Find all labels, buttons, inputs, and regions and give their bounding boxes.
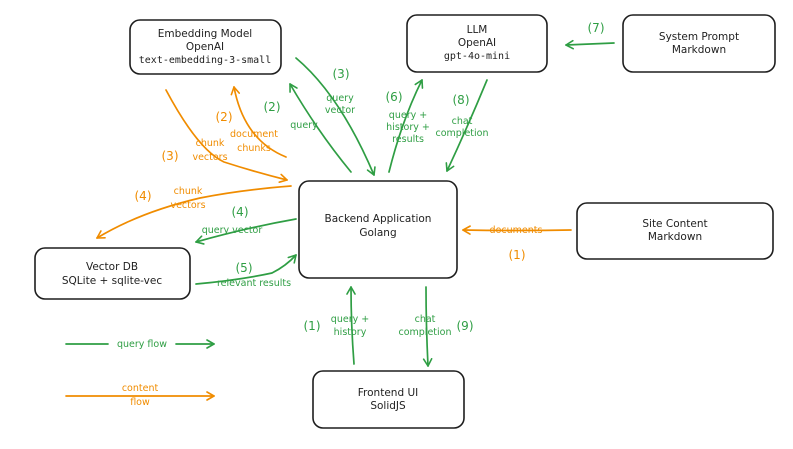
svg-text:LLM: LLM (467, 24, 488, 36)
edge-chat-completion-from-llm: (8) chat completion (435, 79, 489, 172)
svg-text:(2): (2) (264, 100, 281, 114)
svg-text:gpt-4o-mini: gpt-4o-mini (444, 51, 510, 62)
svg-text:chat: chat (452, 116, 473, 127)
edge-chunk-vectors-to-db: (4) chunk vectors (96, 185, 292, 239)
svg-text:history: history (334, 327, 367, 338)
svg-text:documents: documents (490, 225, 543, 236)
svg-text:text-embedding-3-small: text-embedding-3-small (139, 55, 271, 66)
svg-text:(4): (4) (135, 189, 152, 203)
svg-text:Site Content: Site Content (642, 218, 707, 230)
svg-text:Golang: Golang (359, 227, 396, 239)
embedding-model-node: Embedding Model OpenAI text-embedding-3-… (129, 19, 282, 75)
svg-text:(3): (3) (333, 67, 350, 81)
svg-text:history +: history + (386, 122, 430, 133)
llm-node: LLM OpenAI gpt-4o-mini (406, 14, 548, 73)
svg-text:(5): (5) (236, 261, 253, 275)
svg-text:query: query (326, 93, 354, 104)
svg-text:vectors: vectors (170, 200, 205, 211)
svg-text:vectors: vectors (192, 152, 227, 163)
edge-query-to-embedding: (2) query (264, 83, 352, 173)
svg-text:(3): (3) (162, 149, 179, 163)
edge-document-chunks: (2) document chunks (216, 86, 287, 158)
svg-text:completion: completion (398, 327, 451, 338)
svg-text:(8): (8) (453, 93, 470, 107)
svg-text:document: document (230, 129, 278, 140)
svg-text:OpenAI: OpenAI (186, 41, 224, 53)
edge-query-from-frontend: (1) query + history (304, 286, 369, 365)
svg-text:(1): (1) (509, 248, 526, 262)
edge-system-prompt-to-llm: (7) (565, 21, 615, 50)
svg-text:(7): (7) (588, 21, 605, 35)
vector-db-node: Vector DB SQLite + sqlite-vec (34, 247, 191, 300)
svg-text:chunk: chunk (174, 186, 203, 197)
svg-text:Markdown: Markdown (648, 231, 702, 243)
svg-text:flow: flow (130, 397, 150, 408)
backend-node: Backend Application Golang (298, 180, 458, 279)
legend-query-flow: query flow (65, 339, 215, 350)
svg-text:content: content (122, 383, 159, 394)
svg-text:query +: query + (331, 314, 369, 325)
svg-text:query +: query + (389, 110, 427, 121)
svg-text:query vector: query vector (202, 225, 263, 236)
edge-query-vector-from-embedding: (3) query vector (295, 57, 376, 176)
svg-text:(4): (4) (232, 205, 249, 219)
edge-query-to-llm: (6) query + history + results (386, 79, 430, 173)
svg-text:(6): (6) (386, 90, 403, 104)
svg-text:relevant results: relevant results (217, 278, 291, 289)
edge-query-vector-to-db: (4) query vector (195, 205, 297, 245)
svg-text:query: query (290, 120, 318, 131)
edge-chat-completion-to-frontend: chat completion (9) (398, 286, 474, 367)
svg-text:chat: chat (415, 314, 436, 325)
edge-chunk-vectors-from-embedding: (3) chunk vectors (162, 89, 288, 183)
frontend-node: Frontend UI SolidJS (312, 370, 465, 429)
svg-text:SolidJS: SolidJS (370, 400, 406, 412)
system-prompt-node: System Prompt Markdown (622, 14, 776, 73)
svg-text:System Prompt: System Prompt (659, 31, 739, 43)
svg-text:results: results (392, 134, 424, 145)
svg-text:chunk: chunk (196, 138, 225, 149)
svg-text:Vector DB: Vector DB (86, 261, 138, 273)
legend-content-flow: content flow (65, 383, 215, 408)
svg-text:vector: vector (325, 105, 355, 116)
svg-text:SQLite + sqlite-vec: SQLite + sqlite-vec (62, 275, 162, 287)
edge-relevant-results: (5) relevant results (195, 254, 297, 289)
svg-text:OpenAI: OpenAI (458, 37, 496, 49)
svg-text:completion: completion (435, 128, 488, 139)
svg-text:Frontend UI: Frontend UI (358, 387, 418, 399)
svg-text:(1): (1) (304, 319, 321, 333)
site-content-node: Site Content Markdown (576, 202, 774, 260)
svg-text:query flow: query flow (117, 339, 167, 350)
edge-documents: documents (1) (462, 225, 572, 262)
svg-text:(2): (2) (216, 110, 233, 124)
svg-text:Markdown: Markdown (672, 44, 726, 56)
svg-text:chunks: chunks (237, 143, 271, 154)
svg-text:(9): (9) (457, 319, 474, 333)
svg-text:Embedding Model: Embedding Model (158, 28, 252, 40)
svg-text:Backend Application: Backend Application (325, 213, 432, 225)
